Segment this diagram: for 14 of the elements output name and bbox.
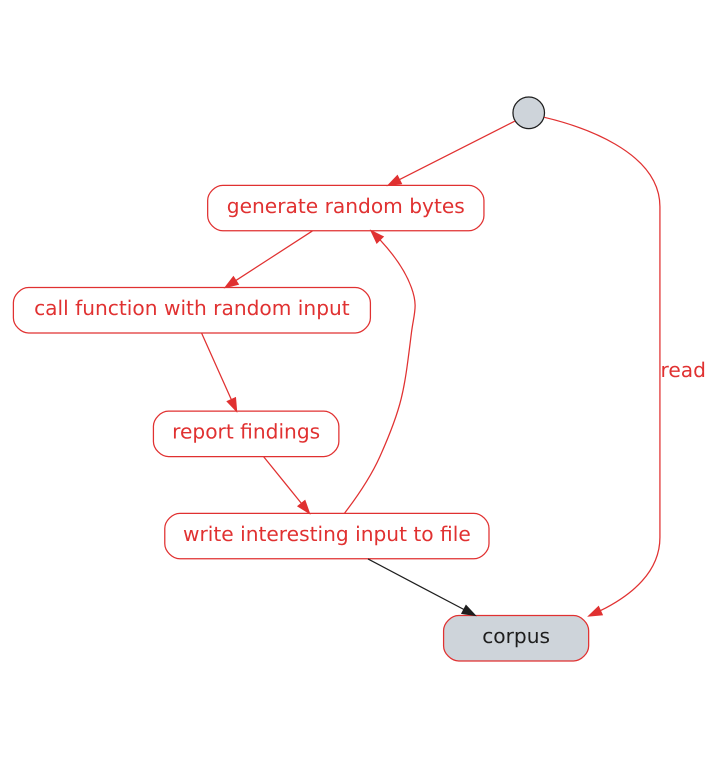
node-box: report findings [152, 410, 340, 458]
edge-label: read [660, 358, 706, 382]
arrow [201, 332, 238, 413]
node-box: write interesting input to file [164, 512, 490, 560]
arrow [344, 229, 416, 514]
node-box: generate random bytes [207, 184, 485, 232]
node-circle [512, 96, 546, 130]
arrow [544, 116, 661, 617]
arrow [368, 558, 477, 616]
arrow [224, 230, 313, 288]
node-box: call function with random input [12, 286, 372, 334]
node-box: corpus [442, 614, 590, 662]
arrow [263, 456, 311, 515]
arrow [386, 120, 516, 186]
